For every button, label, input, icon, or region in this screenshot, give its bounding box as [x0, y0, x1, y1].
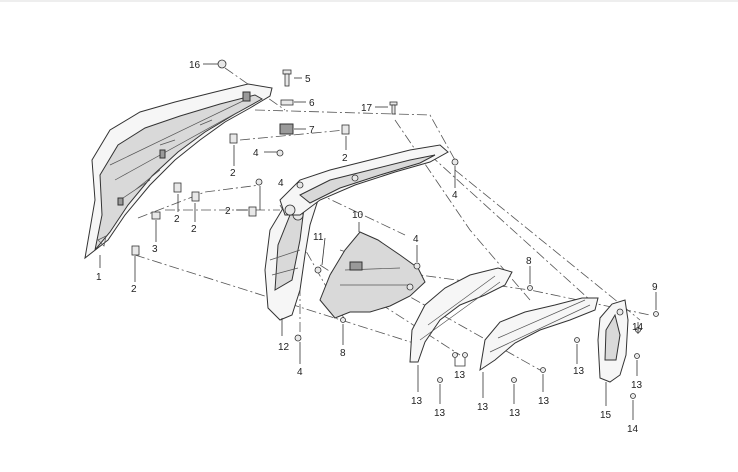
- part-2-clip: [131, 245, 140, 256]
- callout-12: 13: [411, 396, 423, 407]
- part-3-clip: [151, 211, 161, 220]
- part-1-front-inner-panel: [84, 83, 273, 260]
- callout-13-f: 13: [631, 380, 643, 391]
- callout-6: 6: [309, 98, 315, 109]
- part-13-screw: [511, 377, 517, 383]
- part-6-washer: [280, 99, 294, 106]
- upper-cross-bar: [279, 144, 449, 216]
- part-13-screw: [634, 353, 640, 359]
- part-4-screw: [413, 262, 421, 270]
- part-2-clip: [191, 191, 200, 202]
- callout-2-c: 2: [174, 214, 180, 225]
- part-13-screw: [437, 377, 443, 383]
- callout-9: 12: [278, 342, 290, 353]
- part-5-bolt: [282, 69, 292, 87]
- fasteners: [131, 59, 659, 399]
- callout-13-d: 13: [538, 396, 550, 407]
- callout-4-d: 4: [413, 234, 419, 245]
- callout-7: 7: [309, 125, 315, 136]
- top-divider: [0, 0, 738, 2]
- part-13-screw: [630, 393, 636, 399]
- part-13-screw: [462, 352, 468, 358]
- callout-16: 16: [189, 60, 201, 71]
- callout-4-e: 4: [297, 367, 303, 378]
- leader-lines: [99, 63, 657, 420]
- callout-10: 10: [352, 210, 364, 221]
- part-8-screw: [527, 285, 533, 291]
- part-2-clip: [173, 182, 182, 193]
- part-8-screw: [340, 317, 346, 323]
- callout-2-d: 2: [191, 224, 197, 235]
- part-4-screw: [451, 158, 459, 166]
- callout-3: 3: [152, 244, 158, 255]
- part-7-grommet: [279, 123, 294, 135]
- callout-labels: 16 5 6 7 17 4 2 2 4 4 2 2 2 10 3 11 4 1 …: [96, 60, 658, 435]
- callout-17: 17: [361, 103, 373, 114]
- callout-4-c: 4: [452, 190, 458, 201]
- callout-13-h: 14: [627, 424, 639, 435]
- part-13-screw: [540, 367, 546, 373]
- callout-4-a: 4: [253, 148, 259, 159]
- callout-2-f: 2: [131, 284, 137, 295]
- callout-15: 15: [600, 410, 612, 421]
- part-16-nut: [217, 59, 227, 69]
- callout-1: 1: [96, 272, 102, 283]
- part-8-screw: [653, 311, 659, 317]
- callout-13-e: 13: [573, 366, 585, 377]
- callout-14: 13: [477, 402, 489, 413]
- part-2-clip: [248, 206, 257, 217]
- callout-2-a: 2: [342, 153, 348, 164]
- part-4-screw: [276, 149, 284, 157]
- part-17-screw: [389, 101, 398, 115]
- part-4-screw: [255, 178, 263, 186]
- callout-5: 5: [305, 74, 311, 85]
- part-15-end-bracket: [597, 299, 629, 383]
- callout-8-a: 8: [526, 256, 532, 267]
- callout-8-b: 8: [340, 348, 346, 359]
- part-13-screw: [452, 352, 458, 358]
- callout-11: 11: [313, 232, 324, 243]
- part-12-side-panel: [409, 267, 513, 363]
- callout-13-a: 13: [454, 370, 466, 381]
- part-2-clip: [229, 133, 238, 144]
- part-13-screw: [574, 337, 580, 343]
- callout-13-g: 14: [632, 322, 644, 333]
- callout-2-b: 2: [230, 168, 236, 179]
- callout-2-e: 2: [225, 206, 231, 217]
- part-10-center-cover: [314, 231, 426, 319]
- callout-13-b: 13: [434, 408, 446, 419]
- part-2-clip: [341, 124, 350, 135]
- callout-4-b: 4: [278, 178, 284, 189]
- part-4-screw: [294, 334, 302, 342]
- callout-13-c: 13: [509, 408, 521, 419]
- part-14-lower-panel: [479, 297, 599, 372]
- callout-8-c: 9: [652, 282, 658, 293]
